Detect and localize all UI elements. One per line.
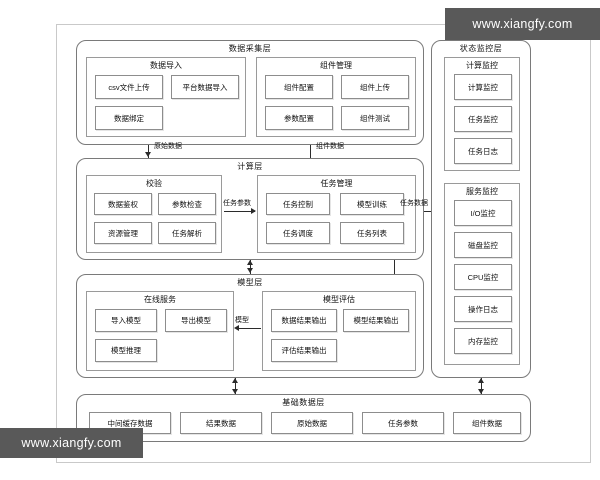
connector-task-params-arrow — [251, 208, 256, 214]
cell-task-params[interactable]: 任务参数 — [362, 412, 444, 434]
edge-label-task-data: 任务数据 — [400, 200, 428, 207]
layer-model: 模型层 在线服务 导入模型 导出模型 模型推理 模型 模型评估 数据结果输出 模… — [76, 274, 424, 378]
cell-param-check[interactable]: 参数检查 — [158, 193, 216, 215]
group-compute-monitor: 计算监控 计算监控 任务监控 任务日志 — [444, 57, 520, 171]
layer-compute: 计算层 校验 数据鉴权 参数检查 资源管理 任务解析 任务参数 任务管理 任务控… — [76, 158, 424, 260]
connector-raw-data-arrow — [145, 152, 151, 157]
group-title-data-import: 数据导入 — [150, 61, 182, 70]
connector-monitor-base-line — [481, 378, 482, 395]
cell-operation-log[interactable]: 操作日志 — [454, 296, 512, 322]
watermark-bottom-left: www.xiangfy.com — [0, 428, 143, 458]
connector-model-arrow — [234, 325, 239, 331]
layer-title-model: 模型层 — [237, 278, 263, 287]
cell-io-monitor[interactable]: I/O监控 — [454, 200, 512, 226]
group-online-service: 在线服务 导入模型 导出模型 模型推理 — [86, 291, 234, 371]
watermark-top-right: www.xiangfy.com — [445, 8, 600, 40]
connector-model-line — [236, 328, 261, 329]
cell-resource-management[interactable]: 资源管理 — [94, 222, 152, 244]
connector-model-base-arrow-down — [232, 389, 238, 394]
layer-status-monitor: 状态监控层 计算监控 计算监控 任务监控 任务日志 服务监控 I/O监控 磁盘监… — [431, 40, 531, 378]
group-title-task-management: 任务管理 — [320, 179, 353, 188]
group-service-monitor: 服务监控 I/O监控 磁盘监控 CPU监控 操作日志 内存监控 — [444, 183, 520, 365]
cell-component-data[interactable]: 组件数据 — [453, 412, 521, 434]
group-title-compute-monitor: 计算监控 — [466, 61, 498, 70]
cell-task-list[interactable]: 任务列表 — [340, 222, 404, 244]
cell-task-log[interactable]: 任务日志 — [454, 138, 512, 164]
cell-export-model[interactable]: 导出模型 — [165, 309, 227, 332]
connector-model-base-arrow-up — [232, 378, 238, 383]
cell-model-inference[interactable]: 模型推理 — [95, 339, 157, 362]
cell-result-data[interactable]: 结果数据 — [180, 412, 262, 434]
connector-compute-model-line — [250, 260, 251, 274]
cell-raw-data[interactable]: 原始数据 — [271, 412, 353, 434]
layer-title-data-collection: 数据采集层 — [228, 44, 272, 53]
cell-platform-data-import[interactable]: 平台数据导入 — [171, 75, 239, 99]
cell-param-config[interactable]: 参数配置 — [265, 106, 333, 130]
layer-base-data: 基础数据层 中间缓存数据 结果数据 原始数据 任务参数 组件数据 — [76, 394, 531, 442]
cell-data-binding[interactable]: 数据绑定 — [95, 106, 163, 130]
group-data-import: 数据导入 csv文件上传 平台数据导入 数据绑定 — [86, 57, 246, 137]
connector-task-params-line — [224, 211, 255, 212]
group-model-evaluation: 模型评估 数据结果输出 模型结果输出 评估结果输出 — [262, 291, 416, 371]
cell-disk-monitor[interactable]: 磁盘监控 — [454, 232, 512, 258]
group-verification: 校验 数据鉴权 参数检查 资源管理 任务解析 — [86, 175, 222, 253]
cell-model-result-output[interactable]: 模型结果输出 — [343, 309, 409, 332]
edge-label-model: 模型 — [235, 317, 249, 324]
group-title-verification: 校验 — [146, 179, 162, 188]
cell-component-config[interactable]: 组件配置 — [265, 75, 333, 99]
cell-task-schedule[interactable]: 任务调度 — [266, 222, 330, 244]
cell-import-model[interactable]: 导入模型 — [95, 309, 157, 332]
cell-task-parse[interactable]: 任务解析 — [158, 222, 216, 244]
connector-monitor-base-arrow-up — [478, 378, 484, 383]
cell-model-training[interactable]: 模型训练 — [340, 193, 404, 215]
group-title-online-service: 在线服务 — [144, 295, 176, 304]
group-task-management: 任务管理 任务控制 模型训练 任务调度 任务列表 — [257, 175, 416, 253]
group-component-management: 组件管理 组件配置 组件上传 参数配置 组件测试 — [256, 57, 416, 137]
layer-title-status-monitor: 状态监控层 — [459, 44, 503, 53]
cell-task-monitor[interactable]: 任务监控 — [454, 106, 512, 132]
cell-eval-result-output[interactable]: 评估结果输出 — [271, 339, 337, 362]
group-title-model-evaluation: 模型评估 — [323, 295, 355, 304]
cell-data-result-output[interactable]: 数据结果输出 — [271, 309, 337, 332]
cell-component-test[interactable]: 组件测试 — [341, 106, 409, 130]
connector-compute-model-arrow-down — [247, 268, 253, 273]
group-title-component-management: 组件管理 — [320, 61, 352, 70]
cell-data-auth[interactable]: 数据鉴权 — [94, 193, 152, 215]
edge-label-task-params: 任务参数 — [223, 200, 251, 207]
cell-component-upload[interactable]: 组件上传 — [341, 75, 409, 99]
edge-label-raw-data: 原始数据 — [154, 143, 182, 150]
group-title-service-monitor: 服务监控 — [466, 187, 498, 196]
cell-cpu-monitor[interactable]: CPU监控 — [454, 264, 512, 290]
cell-task-control[interactable]: 任务控制 — [266, 193, 330, 215]
cell-compute-monitor[interactable]: 计算监控 — [454, 74, 512, 100]
cell-csv-upload[interactable]: csv文件上传 — [95, 75, 163, 99]
edge-label-component-data: 组件数据 — [316, 143, 344, 150]
layer-title-base-data: 基础数据层 — [282, 398, 325, 407]
cell-memory-monitor[interactable]: 内存监控 — [454, 328, 512, 354]
layer-title-compute: 计算层 — [237, 162, 263, 171]
connector-compute-model-arrow-up — [247, 260, 253, 265]
connector-model-base-line — [235, 378, 236, 395]
connector-monitor-base-arrow-down — [478, 389, 484, 394]
layer-data-collection: 数据采集层 数据导入 csv文件上传 平台数据导入 数据绑定 组件管理 组件配置… — [76, 40, 424, 145]
